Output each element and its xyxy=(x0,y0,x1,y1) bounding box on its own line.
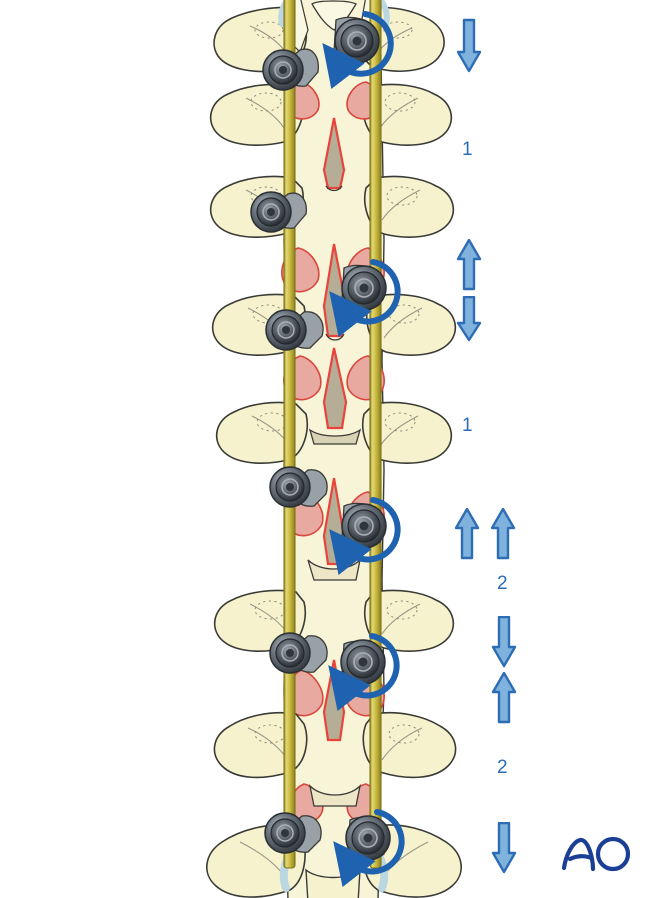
rod-left xyxy=(283,0,296,869)
anno-arrow-down-2 xyxy=(456,295,482,342)
anno-arrow-up-2b xyxy=(490,507,516,560)
pedicle-screw-head xyxy=(262,48,319,91)
anno-arrow-down-3 xyxy=(491,615,517,668)
rotation-arrow-icon xyxy=(328,633,400,712)
anno-arrow-up-3 xyxy=(491,671,517,724)
step-label-2-lower: 2 xyxy=(497,757,508,778)
anno-arrow-down-4 xyxy=(491,821,517,874)
step-label-1-lower: 1 xyxy=(462,415,473,436)
pedicle-screws xyxy=(250,16,391,861)
pedicle-screw-head xyxy=(333,16,380,64)
arrow-down-icon xyxy=(456,295,482,342)
arrow-down-icon xyxy=(491,615,517,668)
step-label-2-upper: 2 xyxy=(497,573,508,594)
rotation-arrows xyxy=(322,11,405,888)
arrow-up-icon xyxy=(490,507,516,560)
arrow-down-icon xyxy=(491,821,517,874)
pedicle-screw-head xyxy=(340,639,386,685)
pedicle-screw-head xyxy=(264,812,322,854)
ao-logo-icon xyxy=(561,836,631,872)
pedicle-screw-head xyxy=(269,632,328,674)
rod-right xyxy=(369,0,382,869)
pedicle-screw-head xyxy=(269,466,328,508)
pedicle-screw-head xyxy=(341,502,387,549)
step-label-1-upper: 1 xyxy=(462,139,473,160)
pedicle-screw-head xyxy=(250,191,307,233)
rotation-arrow-icon xyxy=(329,259,401,338)
rotation-arrow-icon xyxy=(329,497,401,576)
rotation-arrow-icon xyxy=(333,809,405,888)
anno-arrow-down-1 xyxy=(456,18,482,74)
anno-arrow-up-2a xyxy=(454,507,480,560)
arrow-down-icon xyxy=(456,18,482,73)
pedicle-screw-head xyxy=(345,815,391,861)
arrow-up-icon xyxy=(491,671,517,724)
arrow-up-icon xyxy=(456,238,482,291)
pedicle-screw-head xyxy=(265,309,324,351)
rotation-arrow-icon xyxy=(322,11,394,90)
anno-arrow-up-1 xyxy=(456,238,482,291)
pedicle-screw-head xyxy=(341,264,387,311)
arrow-up-icon xyxy=(454,507,480,560)
ao-foundation-logo xyxy=(560,832,632,874)
